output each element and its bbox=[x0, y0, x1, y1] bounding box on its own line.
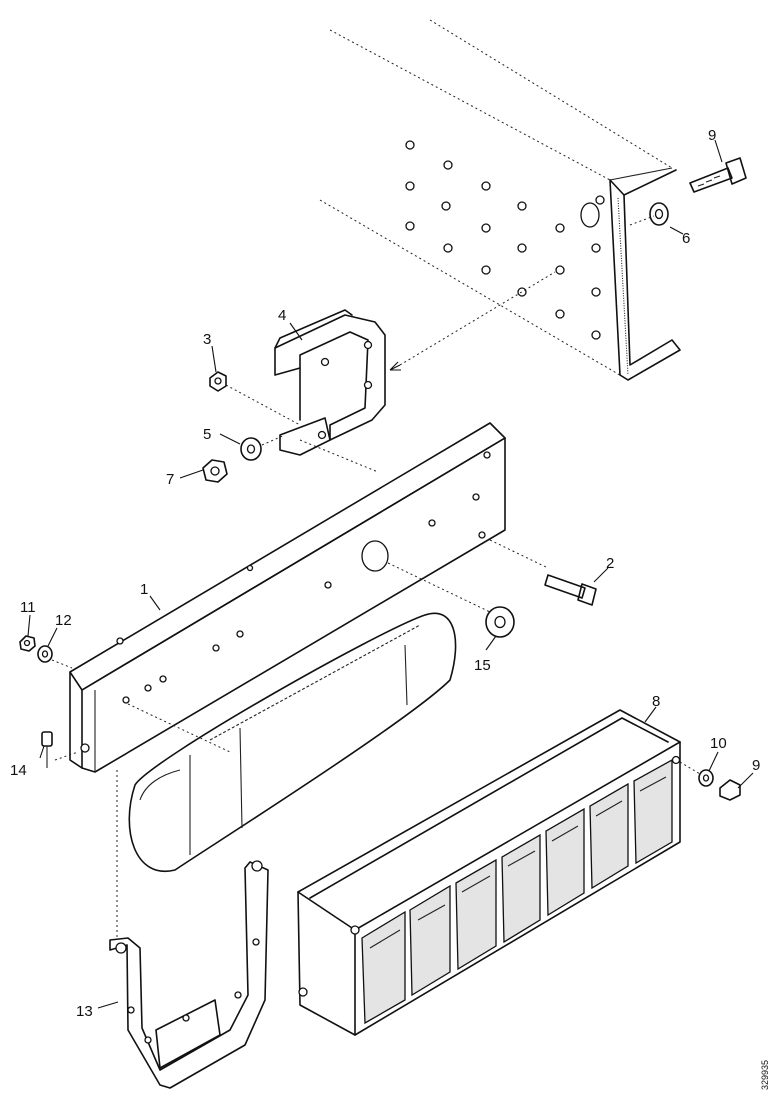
leader-lines bbox=[27, 139, 754, 1009]
label-part-9-lower: 9 bbox=[752, 757, 760, 774]
nut-7 bbox=[202, 459, 228, 483]
nut-3 bbox=[209, 371, 227, 392]
rear-lamp bbox=[128, 612, 457, 873]
washer-5 bbox=[240, 437, 262, 461]
label-part-9-top: 9 bbox=[708, 127, 716, 144]
nut-11 bbox=[19, 635, 36, 652]
screw-14 bbox=[41, 731, 53, 768]
label-part-11: 11 bbox=[20, 599, 36, 616]
label-part-15: 15 bbox=[474, 657, 491, 674]
label-part-3: 3 bbox=[203, 331, 211, 348]
label-part-7: 7 bbox=[166, 471, 174, 488]
label-part-6: 6 bbox=[682, 230, 690, 247]
label-part-12: 12 bbox=[55, 612, 72, 629]
mounting-bracket bbox=[274, 309, 386, 456]
label-part-1: 1 bbox=[140, 581, 148, 598]
label-part-4: 4 bbox=[278, 307, 286, 324]
label-part-14: 14 bbox=[10, 762, 27, 779]
label-part-8: 8 bbox=[652, 693, 660, 710]
main-bar bbox=[69, 422, 506, 773]
washer-10 bbox=[698, 769, 714, 787]
label-part-13: 13 bbox=[76, 1003, 93, 1020]
label-part-5: 5 bbox=[203, 426, 211, 443]
washer-12 bbox=[37, 645, 53, 663]
washer-15 bbox=[485, 606, 515, 638]
label-part-10: 10 bbox=[710, 735, 727, 752]
washer-6-top bbox=[649, 202, 669, 226]
lamp-guard bbox=[297, 709, 681, 1036]
frame-hole-pattern bbox=[405, 140, 605, 340]
drawing-code: 329935 bbox=[760, 1060, 770, 1090]
bolt-9-top bbox=[689, 157, 747, 193]
bolt-2 bbox=[544, 574, 597, 606]
support-stay bbox=[109, 860, 269, 1089]
label-part-2: 2 bbox=[606, 555, 614, 572]
bolt-9-lower bbox=[719, 779, 741, 801]
vehicle-frame bbox=[319, 19, 681, 381]
